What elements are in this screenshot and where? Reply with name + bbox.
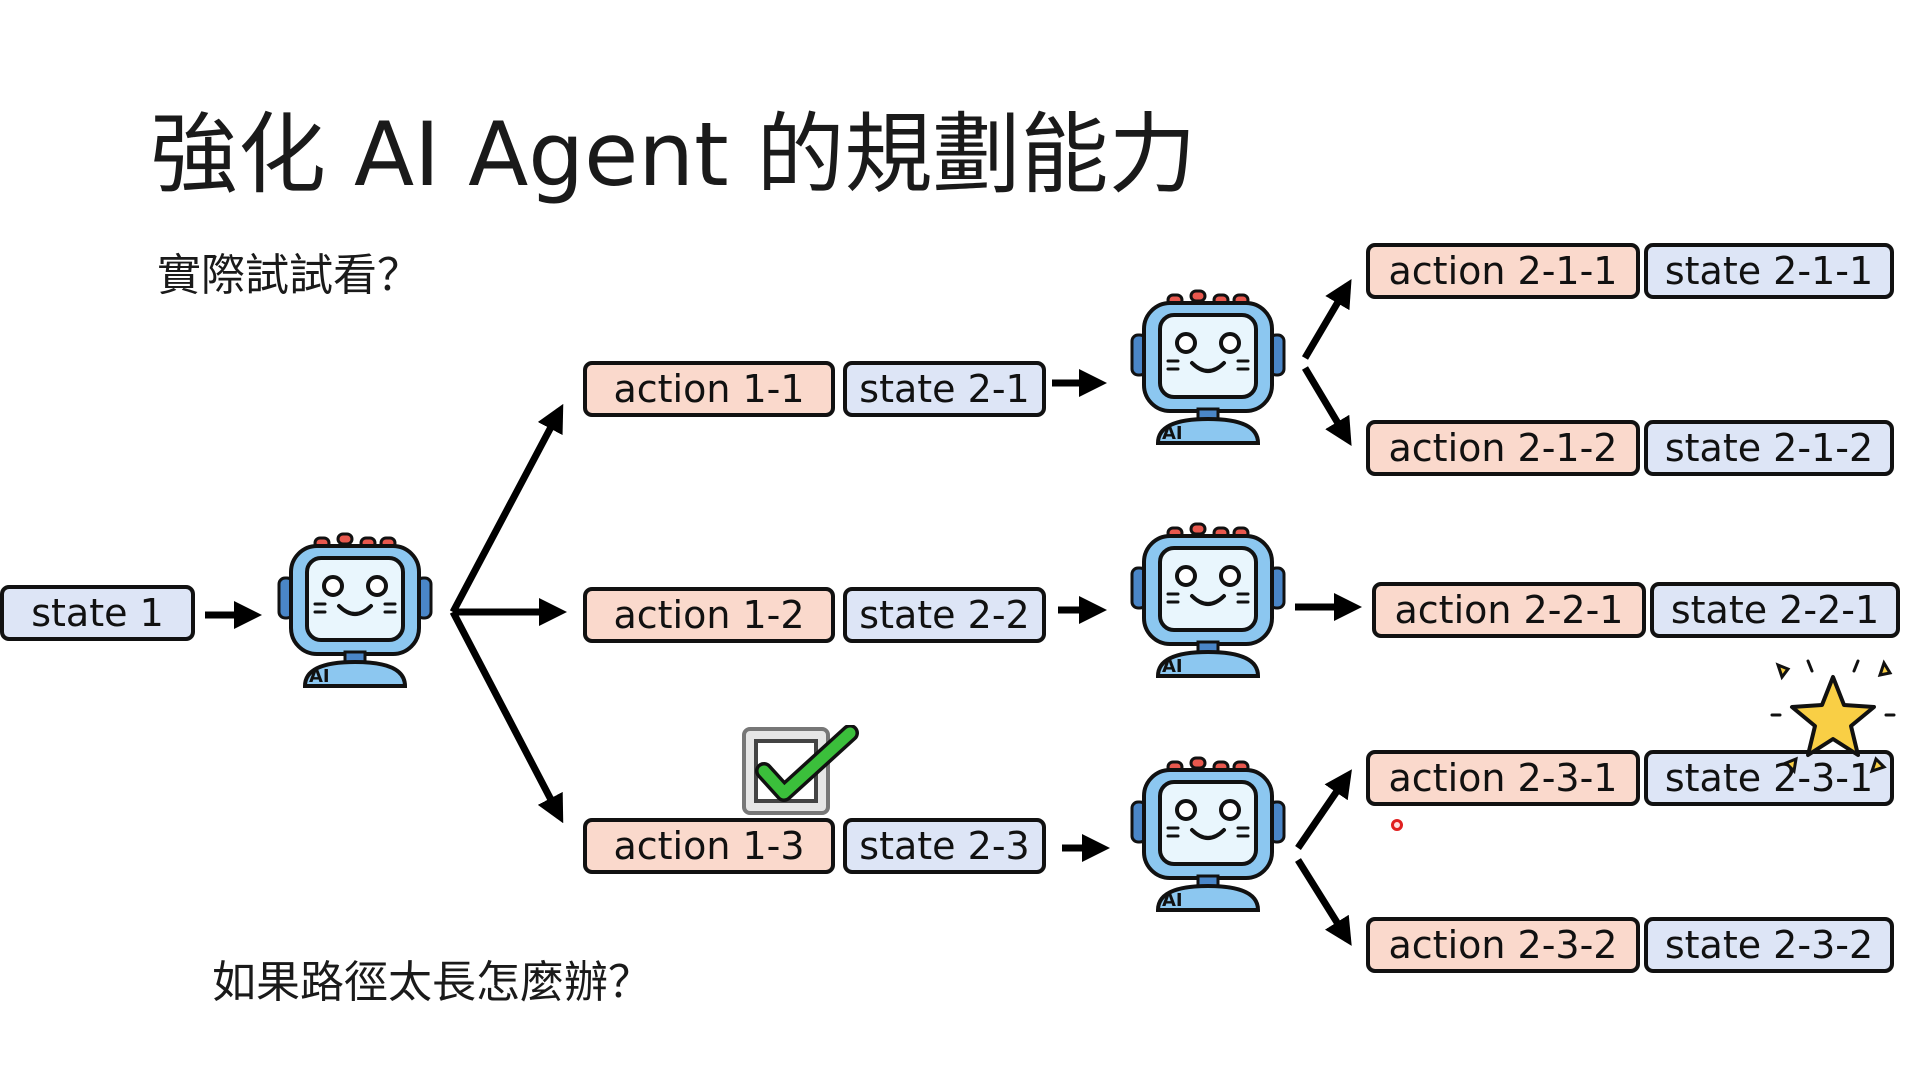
robot-ai-badge: AI xyxy=(1162,656,1183,677)
action-box-2-3-1: action 2-3-1 xyxy=(1366,750,1640,806)
state-box-2-2-1: state 2-2-1 xyxy=(1650,582,1900,638)
robot-ai-badge: AI xyxy=(309,666,330,687)
slide-question: 如果路徑太長怎麼辦？ xyxy=(212,957,652,1008)
slide-subtitle: 實際試試看？ xyxy=(157,250,421,301)
action-box-1-1: action 1-1 xyxy=(583,361,835,417)
arrow-to-action-2-1-2 xyxy=(1301,366,1352,447)
robot-icon: AI xyxy=(1130,522,1286,678)
arrow-to-action-2-3-2 xyxy=(1295,858,1352,946)
robot-ai-badge: AI xyxy=(1162,423,1183,444)
arrow-to-action-2-1-1 xyxy=(1301,278,1352,360)
robot-icon: AI xyxy=(1130,289,1286,445)
state-box-2-2: state 2-2 xyxy=(843,587,1046,643)
state-box-2-1-2: state 2-1-2 xyxy=(1644,420,1894,476)
action-box-1-2: action 1-2 xyxy=(583,587,835,643)
action-box-2-1-1: action 2-1-1 xyxy=(1366,243,1640,299)
robot-ai-badge: AI xyxy=(1162,890,1183,911)
robot-icon: AI xyxy=(1130,756,1286,912)
robot-icon: AI xyxy=(277,532,433,688)
star-icon xyxy=(1770,659,1896,775)
action-box-2-1-2: action 2-1-2 xyxy=(1366,420,1640,476)
state-box-2-3: state 2-3 xyxy=(843,818,1046,874)
arrow-to-action-2-3-1 xyxy=(1295,769,1352,850)
arrow-to-action-1-3 xyxy=(449,610,564,824)
state-box-2-1: state 2-1 xyxy=(843,361,1046,417)
slide-title: 強化 AI Agent 的規劃能力 xyxy=(150,103,1197,206)
action-box-2-3-2: action 2-3-2 xyxy=(1366,917,1640,973)
action-box-1-3: action 1-3 xyxy=(583,818,835,874)
action-box-2-2-1: action 2-2-1 xyxy=(1372,582,1646,638)
checkbox-checked-icon xyxy=(742,725,859,815)
laser-pointer-dot xyxy=(1391,819,1403,831)
state-box-2-3-1: state 2-3-1 xyxy=(1644,750,1894,806)
state-box-2-3-2: state 2-3-2 xyxy=(1644,917,1894,973)
state-box-2-1-1: state 2-1-1 xyxy=(1644,243,1894,299)
arrow-to-action-1-1 xyxy=(449,403,564,614)
state-box-root: state 1 xyxy=(0,585,195,641)
